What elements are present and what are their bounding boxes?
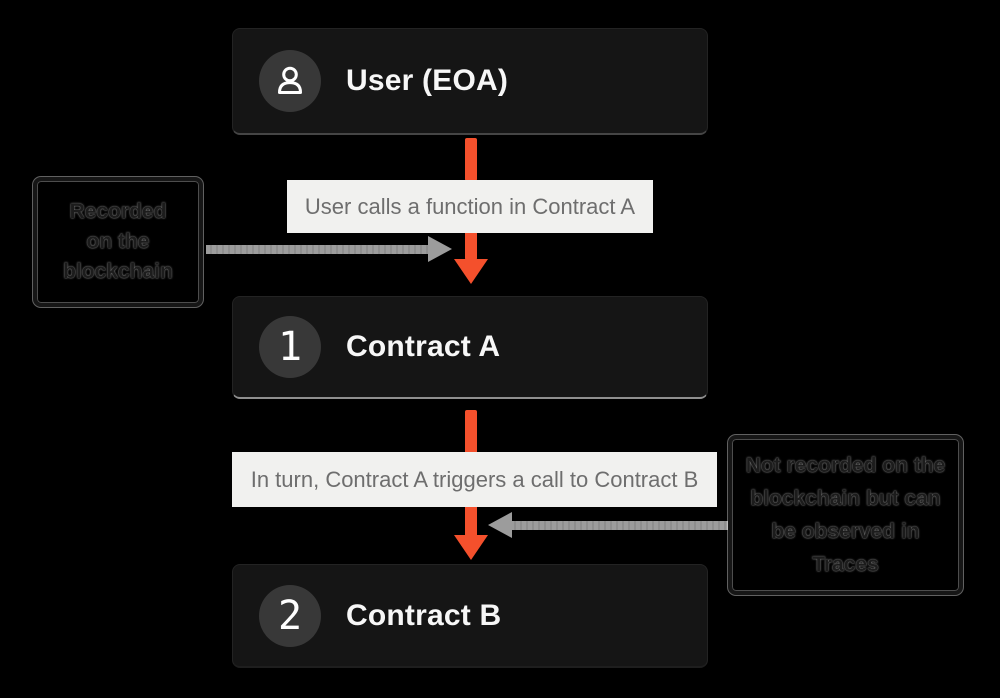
contract-a-badge: 1 (259, 316, 321, 378)
orange-arrow-2-arrowhead-icon (454, 535, 488, 560)
annotation-right-line: be observed in (771, 520, 920, 543)
annotation-left-line: Recorded (69, 200, 167, 223)
edge-label-user-to-a-text: User calls a function in Contract A (304, 193, 636, 219)
node-title-contract-a: Contract A (346, 330, 501, 363)
annotation-right-line: blockchain but can (750, 487, 941, 510)
orange-arrow-1-arrowhead-icon (454, 259, 488, 284)
contract-b-badge: 2 (259, 584, 321, 647)
user-badge (259, 50, 321, 112)
edge-label-user-to-a: User calls a function in Contract A (287, 180, 653, 233)
contract-b-badge-number: 2 (277, 592, 303, 639)
contract-a-badge-number: 1 (277, 324, 303, 370)
user-icon (278, 66, 302, 94)
edge-label-a-to-b-text: In turn, Contract A triggers a call to C… (250, 466, 699, 492)
annotation-recorded-on-blockchain: Recorded on the blockchain (33, 177, 203, 307)
annotation-right-line: Traces (812, 553, 879, 576)
annotation-left-line: on the (86, 230, 150, 253)
orange-arrow-1-upper-segment (465, 138, 477, 181)
orange-arrow-1-lower-segment (465, 231, 477, 260)
edge-label-a-to-b: In turn, Contract A triggers a call to C… (232, 452, 717, 507)
node-title-contract-b: Contract B (346, 598, 502, 632)
gray-pointer-left-arrowhead-icon (428, 236, 452, 262)
node-title-user: User (EOA) (346, 64, 509, 97)
gray-pointer-right-arrowhead-icon (488, 512, 512, 538)
gray-pointer-right-shaft (510, 521, 731, 530)
node-user-eoa: User (EOA) (232, 28, 708, 135)
orange-arrow-2-upper-segment (465, 410, 477, 454)
gray-pointer-left-shaft (206, 245, 430, 254)
annotation-not-recorded-traces: Not recorded on the blockchain but can b… (728, 435, 963, 595)
orange-arrow-2-lower-segment (465, 505, 477, 537)
node-contract-a: 1 Contract A (232, 296, 708, 399)
annotation-right-line: Not recorded on the (745, 454, 946, 477)
annotation-left-line: blockchain (63, 260, 173, 283)
node-contract-b: 2 Contract B (232, 564, 708, 668)
